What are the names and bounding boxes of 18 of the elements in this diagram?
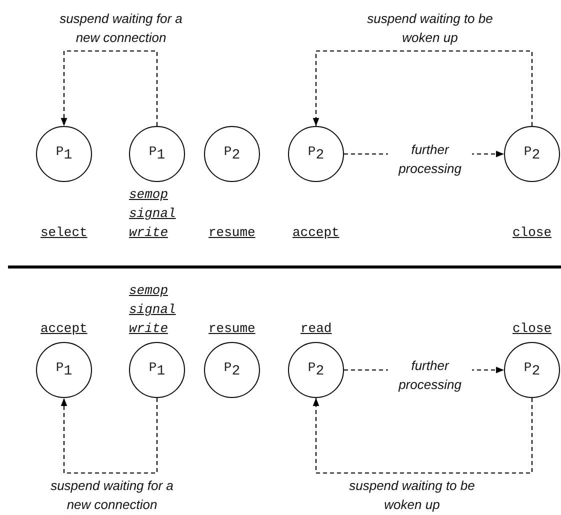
call-name: read: [300, 320, 332, 338]
call-name: semop: [129, 282, 168, 300]
call-name: accept: [292, 224, 340, 242]
call-name: resume: [208, 224, 256, 242]
call-name: close: [512, 224, 552, 242]
dashed-arrow: [60, 398, 158, 474]
call-name: accept: [40, 320, 88, 338]
call-name: signal: [129, 301, 176, 319]
call-name: select: [40, 224, 88, 242]
call-name: close: [512, 320, 552, 338]
dashed-arrow: [60, 50, 158, 126]
dashed-arrow: [312, 398, 533, 474]
dashed-arrow: [312, 50, 533, 126]
call-name: semop: [129, 186, 168, 204]
call-name: write: [129, 320, 168, 338]
call-name: resume: [208, 320, 256, 338]
call-name: write: [129, 224, 168, 242]
call-name: signal: [129, 205, 176, 223]
